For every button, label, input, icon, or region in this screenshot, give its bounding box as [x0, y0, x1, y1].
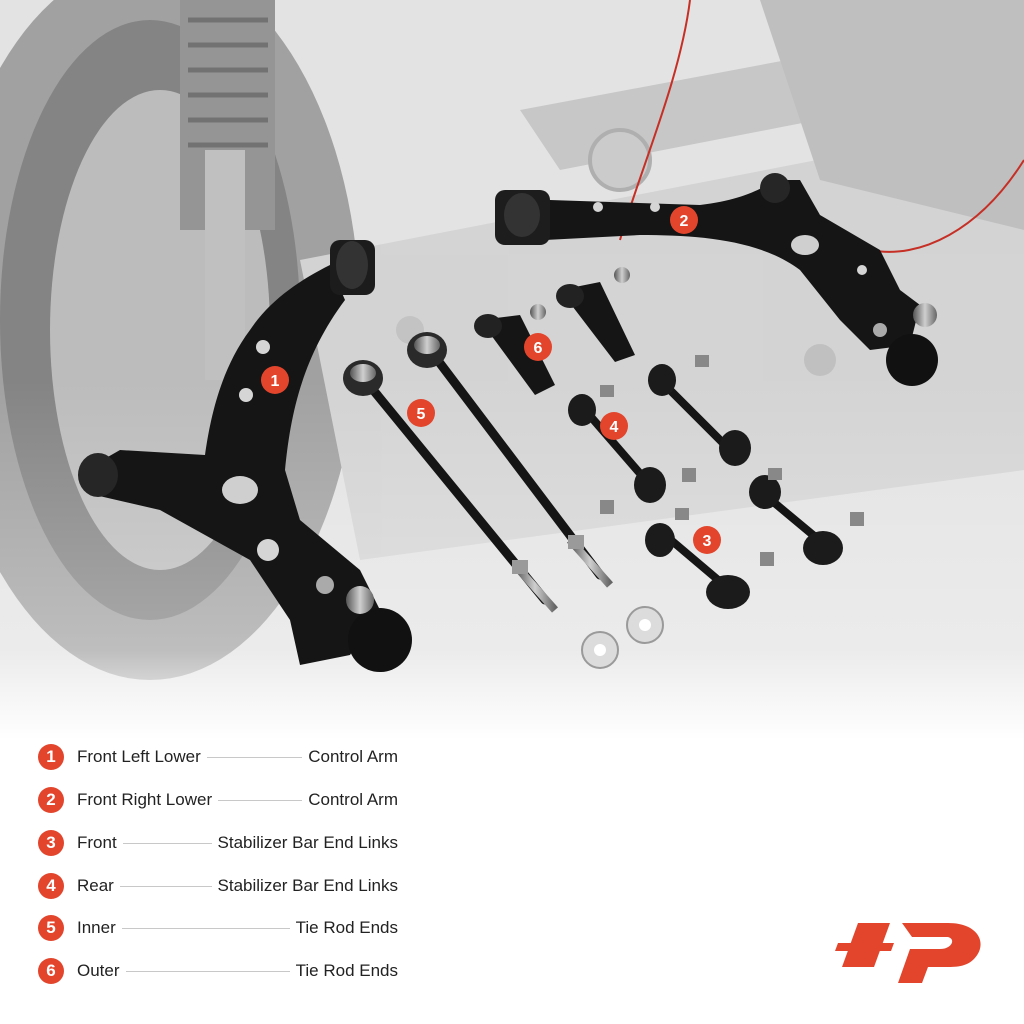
leader-line: [218, 799, 303, 801]
legend-label-left: Front Right Lower: [77, 790, 213, 809]
legend-row-4: 4 Rear Stabilizer Bar End Links: [38, 871, 398, 901]
legend-label-left: Front: [77, 833, 117, 852]
control-arm-right: [495, 173, 938, 386]
callout-6: 6: [524, 333, 552, 361]
legend-label-left: Outer: [77, 961, 120, 980]
legend-label-right: Stabilizer Bar End Links: [217, 876, 398, 895]
legend-label-right: Control Arm: [308, 790, 398, 809]
legend-row-3: 3 Front Stabilizer Bar End Links: [38, 828, 398, 858]
legend-number: 5: [38, 915, 64, 941]
outer-tie-rods: [474, 267, 635, 395]
callout-3: 3: [693, 526, 721, 554]
svg-text:5: 5: [417, 406, 426, 423]
leader-line: [121, 927, 290, 929]
legend-label-right: Tie Rod Ends: [295, 918, 398, 937]
svg-text:2: 2: [680, 213, 689, 230]
svg-text:1: 1: [271, 373, 280, 390]
legend-label-left: Inner: [77, 918, 116, 937]
legend-number: 4: [38, 873, 64, 899]
callout-4: 4: [600, 412, 628, 440]
product-photo: 1 2 3 4 5 6: [0, 0, 1024, 740]
legend-number: 6: [38, 958, 64, 984]
legend-label-right: Tie Rod Ends: [295, 961, 398, 980]
leader-line: [125, 970, 290, 972]
leader-line: [122, 842, 212, 844]
control-arm-left: [78, 240, 412, 672]
legend-row-1: 1 Front Left Lower Control Arm: [38, 742, 398, 772]
callout-5: 5: [407, 399, 435, 427]
leader-line: [119, 885, 212, 887]
legend-row-2: 2 Front Right Lower Control Arm: [38, 785, 398, 815]
legend-number: 1: [38, 744, 64, 770]
legend-row-5: 5 Inner Tie Rod Ends: [38, 913, 398, 943]
rear-stabilizer-links: [568, 355, 751, 514]
legend-label-right: Control Arm: [308, 747, 398, 766]
a-premium-logo-icon: [835, 923, 981, 983]
washers: [581, 606, 664, 669]
legend-label-right: Stabilizer Bar End Links: [217, 833, 398, 852]
svg-text:4: 4: [610, 419, 619, 436]
leader-line: [206, 756, 303, 758]
legend-number: 3: [38, 830, 64, 856]
inner-tie-rods: [343, 332, 613, 613]
front-stabilizer-links: [645, 468, 864, 609]
legend-label-left: Front Left Lower: [77, 747, 201, 766]
legend-number: 2: [38, 787, 64, 813]
callout-1: 1: [261, 366, 289, 394]
callout-2: 2: [670, 206, 698, 234]
legend-label-left: Rear: [77, 876, 114, 895]
svg-text:6: 6: [534, 340, 543, 357]
red-cable-2: [869, 159, 1024, 253]
legend-row-6: 6 Outer Tie Rod Ends: [38, 956, 398, 986]
svg-text:3: 3: [703, 533, 712, 550]
